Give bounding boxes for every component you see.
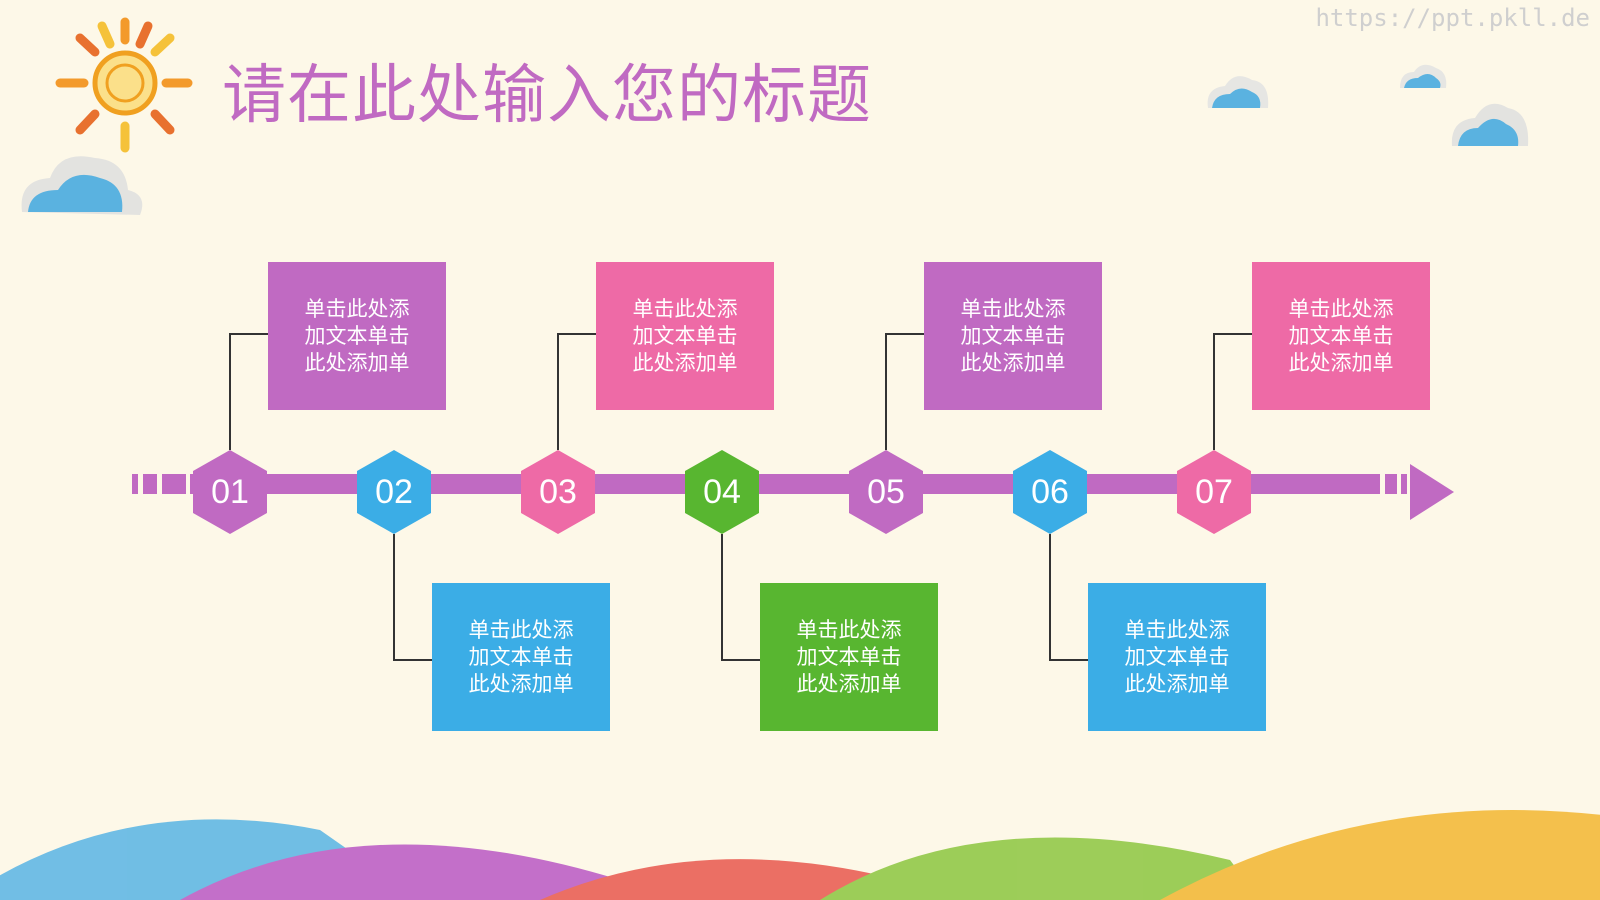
- step-number: 01: [211, 472, 249, 511]
- cloud-icon: [1400, 64, 1447, 88]
- card-text: 单击此处添加文本单击此处添加单: [304, 296, 410, 375]
- timeline-axis: [132, 464, 1454, 520]
- text-card[interactable]: 单击此处添加文本单击此处添加单: [268, 262, 446, 410]
- arrow-head-icon: [1410, 464, 1454, 520]
- card-text: 单击此处添加文本单击此处添加单: [1124, 617, 1230, 696]
- cloud-icon: [1207, 76, 1269, 108]
- step-number: 05: [867, 472, 905, 511]
- cloud-icon: [21, 156, 143, 215]
- connector-lines: [229, 333, 1252, 661]
- step-hexagon[interactable]: 02: [357, 450, 431, 534]
- text-card[interactable]: 单击此处添加文本单击此处添加单: [1088, 583, 1266, 731]
- text-card[interactable]: 单击此处添加文本单击此处添加单: [596, 262, 774, 410]
- step-hexagon[interactable]: 07: [1177, 450, 1251, 534]
- text-card[interactable]: 单击此处添加文本单击此处添加单: [924, 262, 1102, 410]
- sun-icon: [55, 17, 193, 153]
- step-number: 04: [703, 472, 741, 511]
- text-card[interactable]: 单击此处添加文本单击此处添加单: [760, 583, 938, 731]
- step-hexagon[interactable]: 06: [1013, 450, 1087, 534]
- step-number: 02: [375, 472, 413, 511]
- text-card[interactable]: 单击此处添加文本单击此处添加单: [432, 583, 610, 731]
- watermark-url: https://ppt.pkll.de: [1315, 4, 1590, 32]
- card-text: 单击此处添加文本单击此处添加单: [960, 296, 1066, 375]
- page-title[interactable]: 请在此处输入您的标题: [222, 59, 872, 133]
- card-text: 单击此处添加文本单击此处添加单: [468, 617, 574, 696]
- card-text: 单击此处添加文本单击此处添加单: [796, 617, 902, 696]
- step-number: 07: [1195, 472, 1233, 511]
- step-number: 06: [1031, 472, 1069, 511]
- cloud-icon: [1451, 103, 1529, 146]
- card-text: 单击此处添加文本单击此处添加单: [1288, 296, 1394, 375]
- text-card[interactable]: 单击此处添加文本单击此处添加单: [1252, 262, 1430, 410]
- card-text: 单击此处添加文本单击此处添加单: [632, 296, 738, 375]
- step-number: 03: [539, 472, 577, 511]
- hills-decoration: [0, 810, 1600, 900]
